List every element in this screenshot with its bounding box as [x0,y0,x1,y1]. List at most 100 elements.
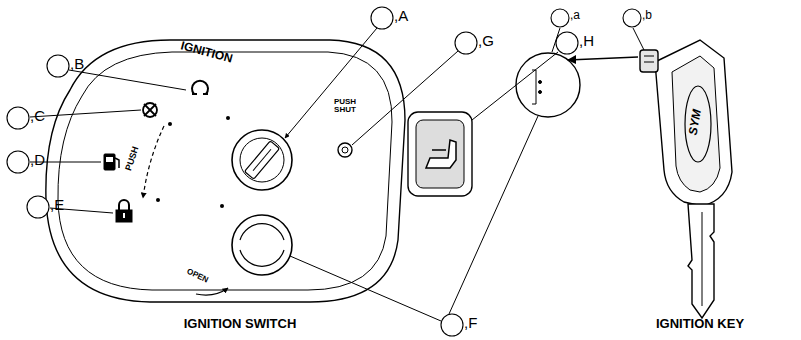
callout-circle [7,151,29,173]
callout-letter: ,a [570,9,580,22]
leader-line [290,256,441,321]
leader-line [69,70,186,90]
panel-marking: OPEN [185,268,209,285]
seat-button [432,149,446,151]
open-arrow [196,288,228,295]
callout-circle [556,32,578,54]
keyhole [245,141,280,179]
off-symbol [143,103,157,117]
callout-letter: ,E [50,197,64,213]
ignition-key [655,40,732,206]
leader-line [472,52,558,120]
key-detail [532,70,536,104]
leader-line [285,28,377,138]
leader-line [568,57,638,60]
switch-housing [58,52,392,290]
leader-line [352,51,458,145]
keyhole [232,130,292,190]
ignition-key [685,86,711,162]
position-dots [156,116,230,208]
ignition-symbol [192,81,208,94]
switch-housing [46,40,405,302]
fuel-symbol [104,154,115,170]
shut-button [338,143,352,157]
leader-line [30,28,644,321]
fuel-cover [232,215,292,275]
position-dots [156,198,160,202]
callout-letter: ,H [579,33,594,49]
ignition-key [644,62,654,63]
keyhole [253,149,271,170]
seat-button [408,112,472,196]
leader-line [552,28,560,52]
shut-button [338,143,352,157]
fuel-symbol [106,157,113,162]
off-symbol [144,104,156,116]
position-dots [226,116,230,120]
ignition-key [688,204,714,318]
off-symbol [144,104,156,116]
lock-symbol [116,210,132,222]
seat-button [408,112,472,196]
open-arrow [196,288,228,295]
callout-letter: ,D [30,152,45,168]
callout-circle [27,196,49,218]
switch-housing [46,40,405,302]
push-arrow [143,126,164,198]
position-dots [220,204,224,208]
callout-circle [371,7,393,29]
push-arrow [143,126,164,198]
ignition-key [644,56,654,57]
callout-circle [455,32,477,54]
leader-line [633,28,644,50]
keyhole [240,138,284,182]
callout-letter: ,F [464,315,477,331]
callout-letter: ,B [70,56,84,72]
callout-circle [47,55,69,77]
callout-letter: ,b [642,9,652,22]
fuel-cover [240,224,284,240]
shut-button [342,147,348,153]
panel-marking: IGNITION [179,39,234,65]
callout-circle [7,107,29,129]
leader-line [30,110,141,117]
panel-marking: PUSH [124,145,141,172]
callout-letter: ,C [30,108,45,124]
lock-symbol [116,200,132,222]
seat-button [416,120,464,188]
callout-circle [551,9,569,27]
brand-logo: SYM [687,108,704,136]
ignition-key [702,212,703,306]
fuel-symbol [104,154,119,170]
ignition-key [672,56,720,192]
ignition-symbol [192,93,197,95]
lock-symbol [119,200,129,210]
callout-circle [623,9,641,27]
ignition-symbol [203,93,208,95]
callout-circle [7,7,641,336]
seat-button [426,140,456,168]
figure-caption: IGNITION SWITCH [140,317,340,331]
callout-letter: ,G [478,33,494,49]
position-dots [168,122,172,126]
key-detail [539,81,542,84]
ignition-key [640,50,658,72]
fuel-cover [232,215,292,275]
panel-marking: PUSH SHUT [330,98,360,115]
callout-letter: ,A [394,8,408,24]
callout-circle [441,314,463,336]
fuel-cover [240,250,284,266]
keyhole [232,130,292,190]
key-detail [516,53,580,117]
fuel-symbol [115,158,119,168]
ignition-key [640,40,732,318]
key-detail [516,53,580,117]
lock-symbol [123,213,125,218]
figure-caption: IGNITION KEY [630,317,770,331]
key-detail [539,91,542,94]
leader-line [449,116,538,314]
off-symbol [143,103,157,117]
ignition-symbol [192,81,208,94]
